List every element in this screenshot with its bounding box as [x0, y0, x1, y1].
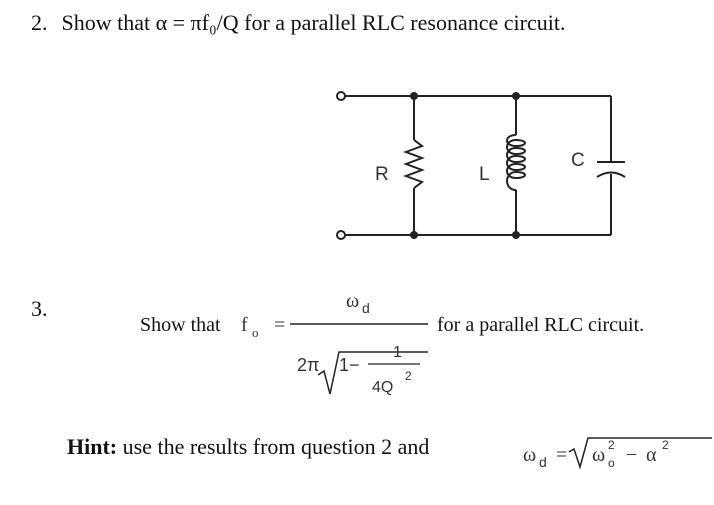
- inductor-coil: [506, 134, 526, 191]
- hint-term1: ω: [592, 444, 605, 466]
- formula-lhs-sub: o: [252, 325, 259, 340]
- inner-denominator-sup: 2: [405, 369, 412, 383]
- hint-lhs: ω: [523, 444, 536, 466]
- formula-lhs: f: [241, 314, 248, 336]
- question-2: 2. Show that α = πf₀/Q for a parallel RLC…: [31, 10, 565, 36]
- hint-formula: ω d = ω 2 o − α 2: [523, 437, 712, 470]
- hint-minus: −: [626, 444, 637, 466]
- formula-numerator-sub: d: [362, 300, 370, 316]
- question-2-number: 2.: [31, 10, 48, 35]
- inner-denominator: 4Q: [372, 379, 393, 396]
- question-2-text: Show that α = πf₀/Q for a parallel RLC r…: [61, 10, 566, 35]
- terminal-top: [336, 91, 346, 101]
- formula-numerator: ω: [346, 290, 359, 312]
- formula-denominator-coef: 2π: [297, 355, 319, 375]
- hint-term1-sup: 2: [608, 438, 615, 452]
- capacitor-plate-bottom: [596, 171, 626, 178]
- question-3-suffix: for a parallel RLC circuit.: [437, 314, 645, 336]
- terminal-bottom: [336, 230, 346, 240]
- hint-term2-sup: 2: [662, 438, 669, 452]
- question-3-number: 3.: [31, 296, 48, 321]
- hint-label: Hint:: [67, 434, 118, 459]
- inner-numerator: 1: [393, 344, 402, 361]
- question-3-prefix: Show that: [140, 314, 221, 336]
- question-3-formula: f o = ω d 2π 1− 1 4Q 2: [241, 290, 428, 396]
- formula-denominator-one: 1−: [339, 355, 360, 375]
- square-root-sign: [317, 351, 428, 395]
- junction-dot: [512, 231, 520, 239]
- hint-equals: =: [556, 444, 567, 466]
- hint-term1-sub: o: [608, 456, 615, 470]
- formula-equals: =: [274, 314, 285, 336]
- hint-text: use the results from question 2 and: [122, 434, 430, 459]
- junction-dot: [512, 92, 520, 100]
- capacitor-label: C: [571, 150, 585, 171]
- hint-term2: α: [646, 444, 657, 466]
- hint-lhs-sub: d: [539, 454, 547, 470]
- resistor-label: R: [375, 164, 389, 185]
- resistor-zigzag: [403, 139, 425, 189]
- junction-dot: [410, 231, 418, 239]
- inductor-label: L: [479, 164, 490, 185]
- junction-dot: [410, 92, 418, 100]
- hint-line: Hint: use the results from question 2 an…: [67, 434, 429, 460]
- hint-square-root-sign: [568, 437, 712, 470]
